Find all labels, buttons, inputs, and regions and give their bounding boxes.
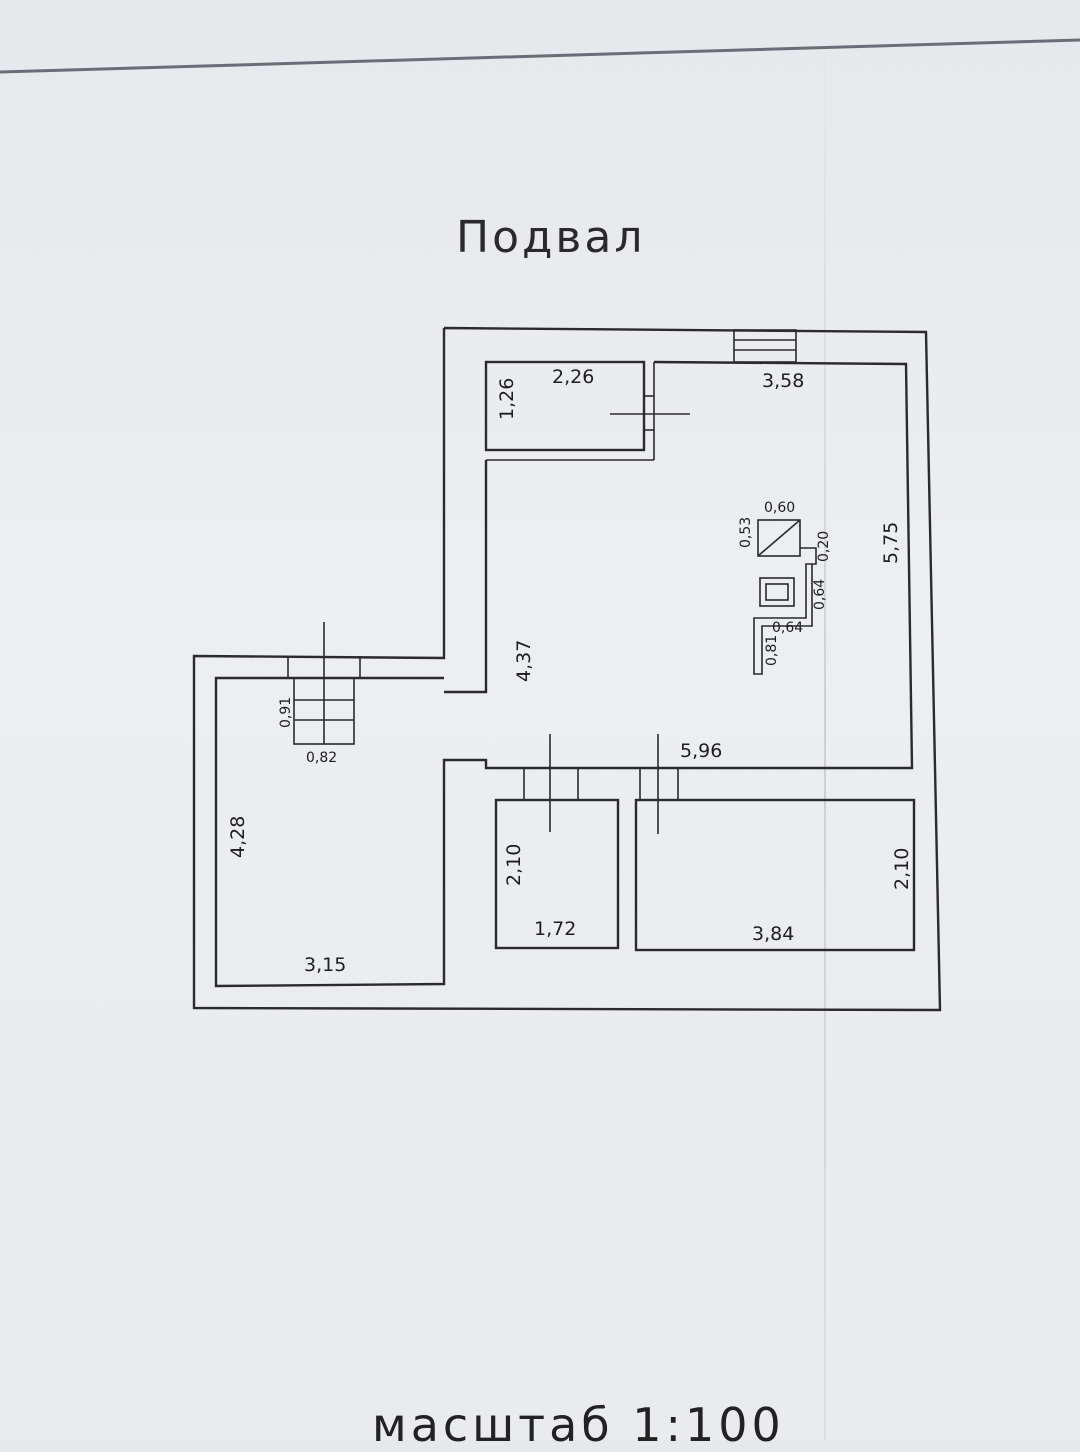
inner-wall-main — [444, 460, 488, 694]
dim-main-right: 5,75 — [880, 522, 902, 564]
fold-line — [824, 0, 826, 1440]
inner-wall-main-right — [214, 360, 914, 988]
dim-left-room-height: 4,28 — [227, 816, 249, 858]
sheet-edge — [0, 38, 1080, 74]
dim-boiler-left: 0,53 — [738, 517, 754, 548]
dim-right-room-height: 2,10 — [891, 848, 913, 890]
right-room-door — [639, 734, 679, 834]
dim-stairs-height: 0,91 — [278, 697, 294, 728]
dim-main-top: 3,58 — [762, 370, 804, 392]
stairs — [287, 622, 361, 745]
top-entrance — [733, 329, 797, 363]
dim-small-room-height: 2,10 — [503, 844, 525, 886]
storage-room — [484, 360, 646, 452]
scale-label: масштаб 1:100 — [372, 1398, 785, 1452]
dim-right-room-width: 3,84 — [752, 923, 794, 945]
outer-wall — [192, 326, 942, 1012]
dim-boiler-top: 0,60 — [764, 500, 795, 516]
dim-small-room-width: 1,72 — [534, 918, 576, 940]
boiler-unit — [753, 519, 817, 675]
dim-boiler-stem: 0,81 — [764, 635, 780, 666]
dim-left-room-width: 3,15 — [304, 954, 346, 976]
dim-boiler-bottom: 0,64 — [772, 620, 803, 636]
dim-storage-height: 1,26 — [496, 378, 518, 420]
small-room — [494, 798, 620, 950]
dim-main-bottom: 5,96 — [680, 740, 722, 762]
dim-stairs-width: 0,82 — [306, 750, 337, 766]
right-room — [634, 798, 916, 952]
dim-boiler-right-a: 0,20 — [816, 531, 832, 562]
dim-boiler-right-b: 0,64 — [812, 579, 828, 610]
dim-corridor: 4,37 — [513, 640, 535, 682]
small-room-door — [523, 734, 579, 832]
dim-storage-width: 2,26 — [552, 366, 594, 388]
page-title: Подвал — [456, 212, 646, 263]
